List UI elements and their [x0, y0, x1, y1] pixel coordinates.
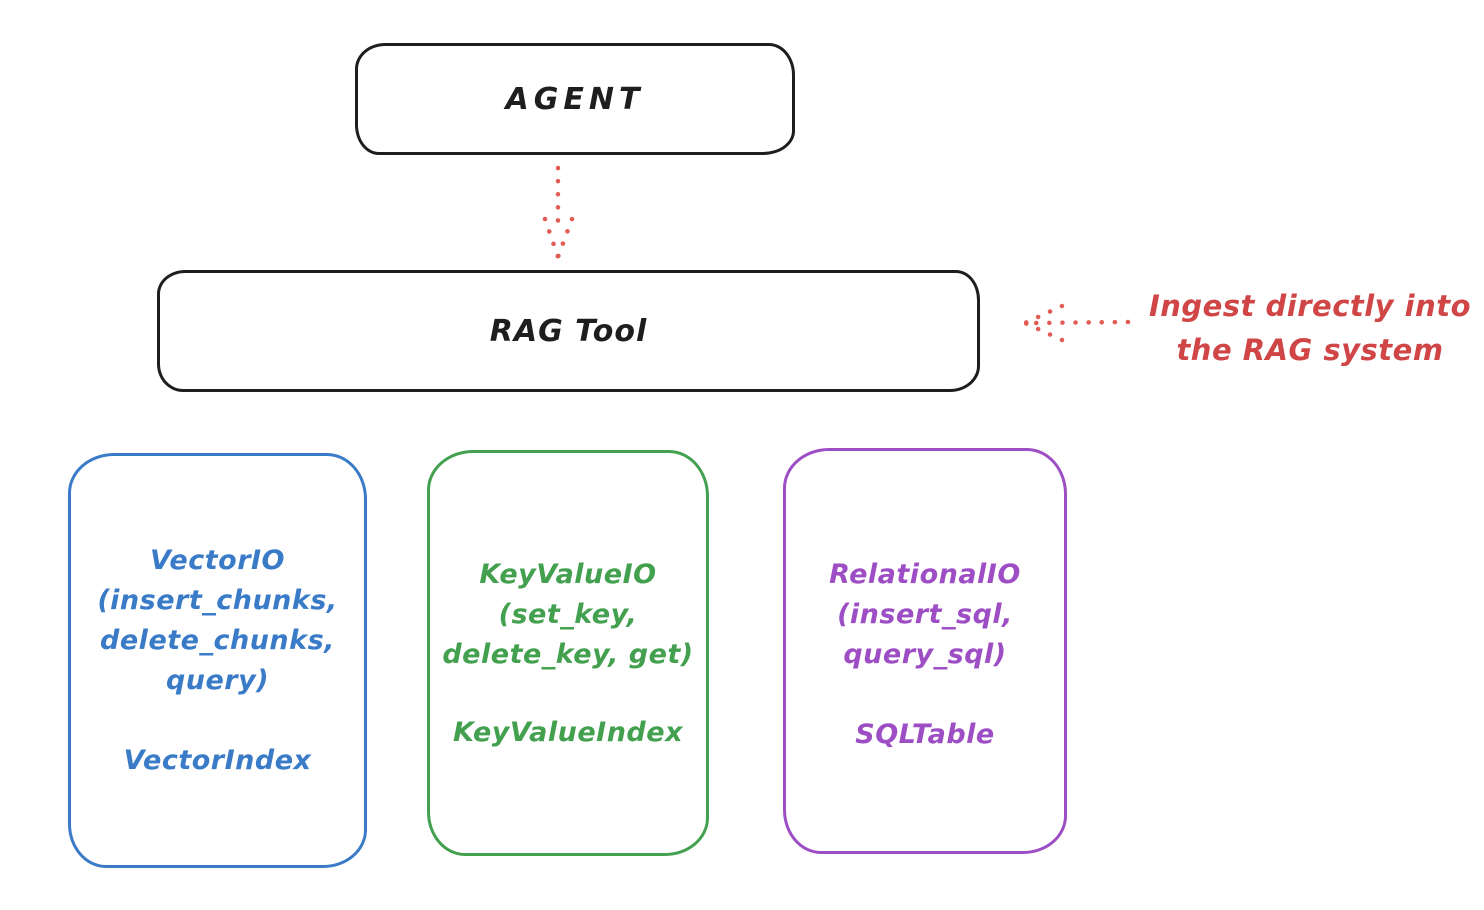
io-line: query) — [165, 665, 270, 696]
ingest-annotation: Ingest directly into the RAG system — [1140, 284, 1480, 372]
vector-io-description: VectorIO (insert_chunks, delete_chunks, … — [71, 541, 364, 701]
io-line: KeyValueIO — [479, 559, 657, 590]
sql-table-label: SQLTable — [855, 719, 995, 750]
io-line: (insert_sql, — [837, 599, 1013, 630]
relational-io-description: RelationalIO (insert_sql, query_sql) — [786, 555, 1064, 675]
io-line: query_sql) — [843, 639, 1007, 670]
agent-label: AGENT — [505, 81, 645, 117]
arrow-shaft — [1029, 319, 1131, 326]
io-line: (set_key, — [498, 599, 638, 630]
ingest-annotation-line2: the RAG system — [1176, 333, 1444, 367]
io-line: delete_chunks, — [100, 625, 335, 656]
io-line: VectorIO — [149, 545, 286, 576]
arrow-agent-to-rag-tool — [542, 165, 575, 260]
arrowhead-left-wing — [542, 216, 561, 260]
vector-io-node: VectorIO (insert_chunks, delete_chunks, … — [68, 453, 367, 868]
arrow-ingest-into-rag-tool — [1022, 303, 1131, 343]
keyvalue-index-label: KeyValueIndex — [453, 717, 683, 748]
relational-io-node: RelationalIO (insert_sql, query_sql) SQL… — [783, 448, 1067, 854]
keyvalue-io-node: KeyValueIO (set_key, delete_key, get) Ke… — [427, 450, 709, 856]
arrowhead-top-wing — [1022, 303, 1065, 326]
io-line: RelationalIO — [829, 559, 1021, 590]
ingest-annotation-line1: Ingest directly into — [1148, 289, 1472, 323]
arrowhead-right-wing — [555, 216, 575, 260]
io-line: (insert_chunks, — [97, 585, 338, 616]
keyvalue-io-description: KeyValueIO (set_key, delete_key, get) — [430, 555, 706, 675]
arrowhead-bottom-wing — [1022, 320, 1065, 343]
rag-tool-node: RAG Tool — [157, 270, 980, 392]
io-line: delete_key, get) — [442, 639, 694, 670]
agent-node: AGENT — [355, 43, 795, 155]
rag-tool-label: RAG Tool — [489, 313, 648, 349]
vector-index-label: VectorIndex — [123, 745, 312, 776]
